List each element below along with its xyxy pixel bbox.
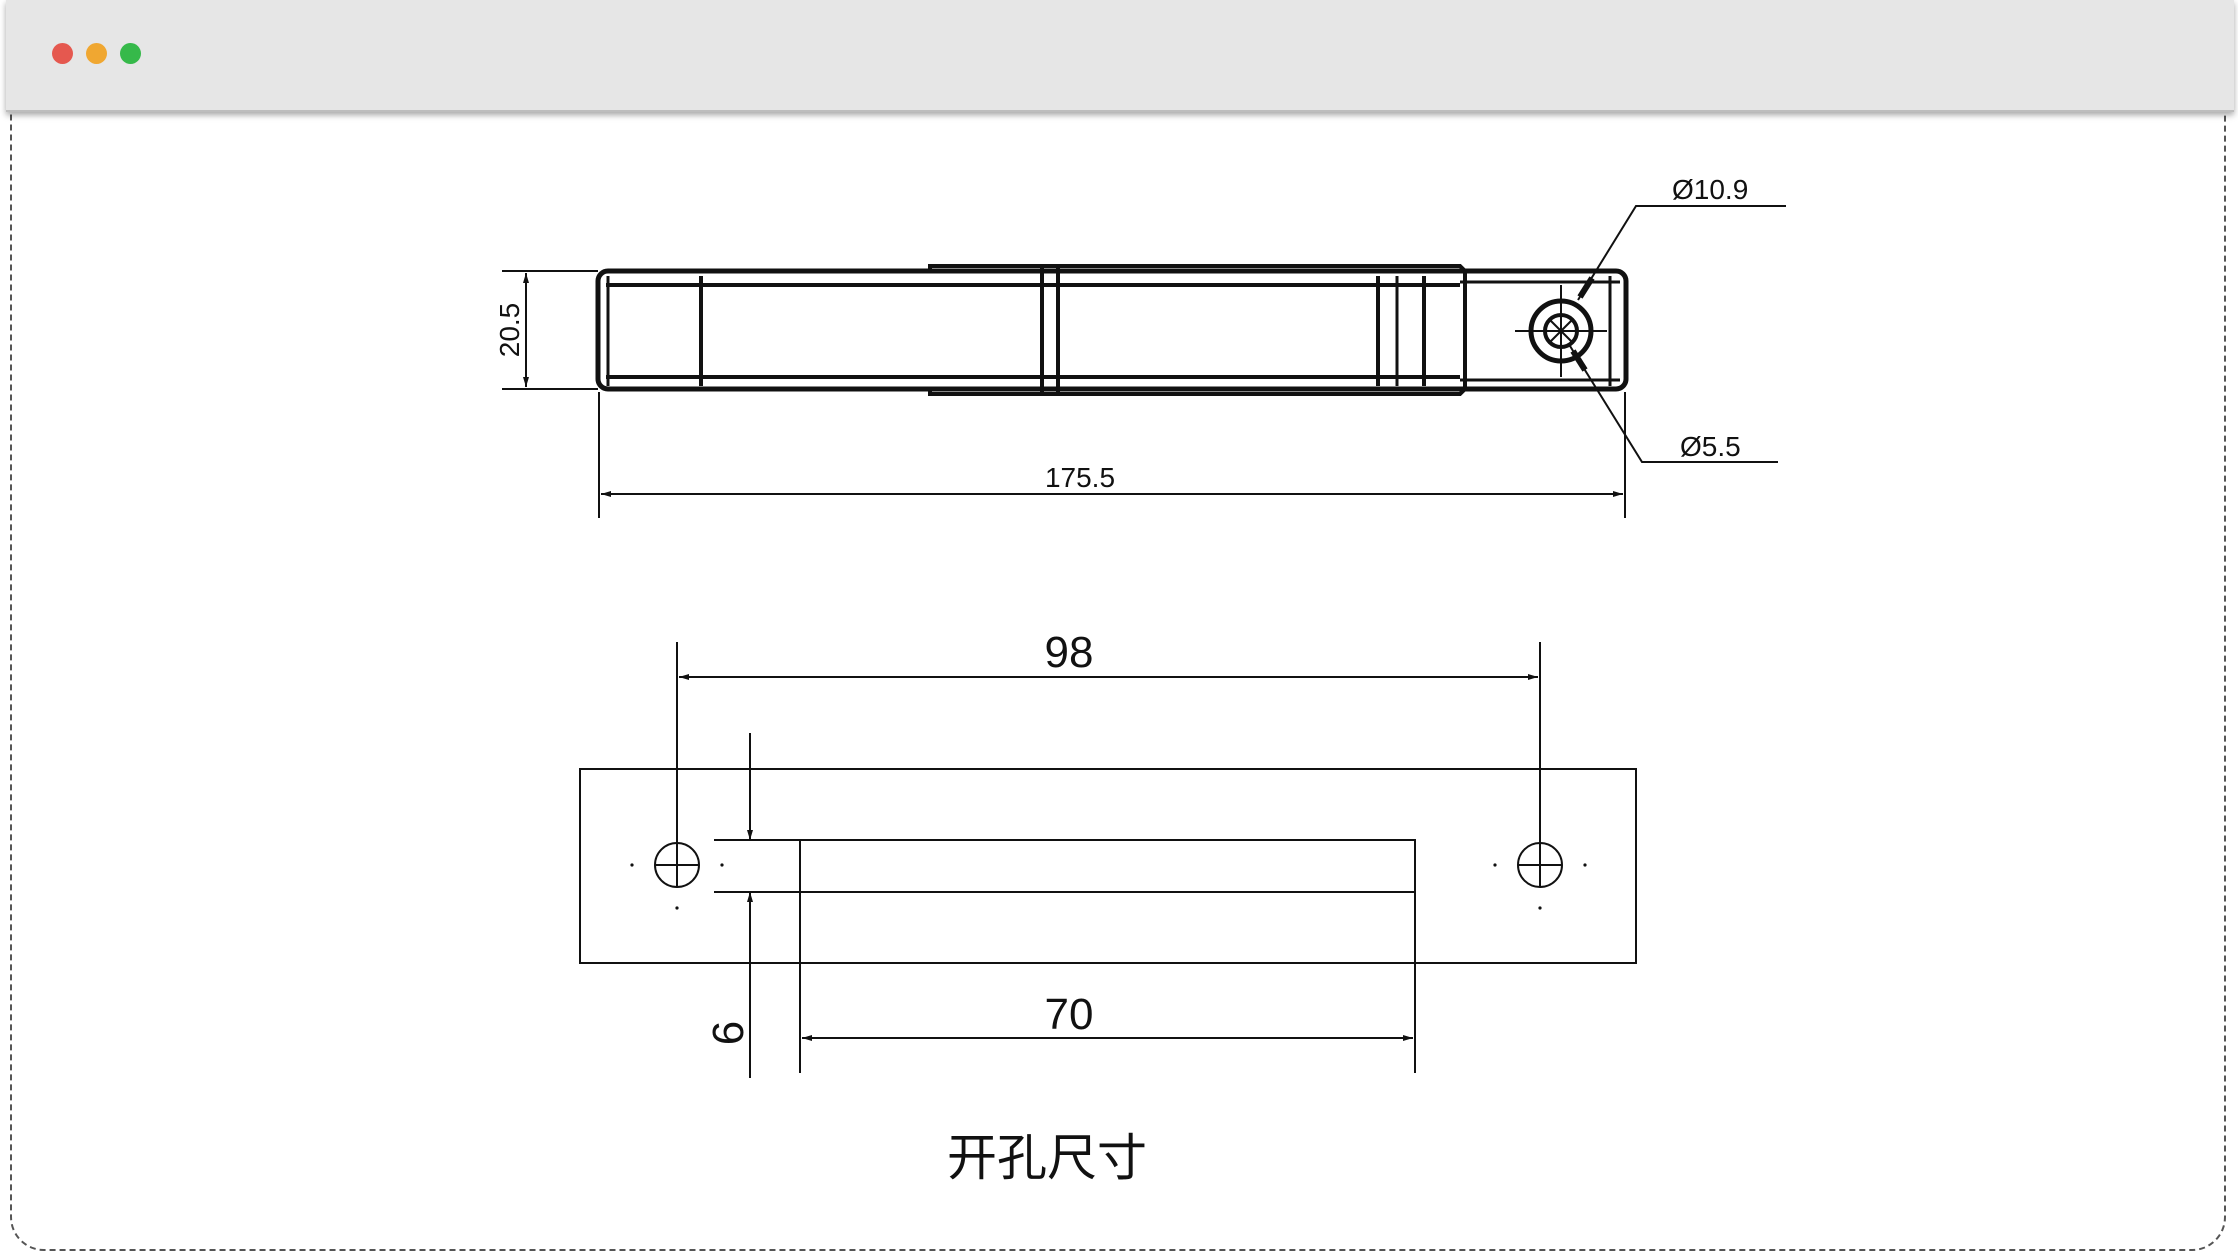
center-dot: [630, 863, 634, 867]
center-dot: [1583, 863, 1587, 867]
handle-raised-section: [928, 264, 1467, 396]
zoom-button[interactable]: [120, 43, 141, 64]
height-dim-label: 20.5: [494, 303, 525, 358]
panel-outline: [579, 768, 1637, 964]
center-dot: [720, 863, 724, 867]
center-dot: [1493, 863, 1497, 867]
length-dim-label: 175.5: [1045, 462, 1115, 493]
inner-hole-leader-tip: [1570, 349, 1588, 372]
outer-hole-leader: [1577, 205, 1786, 301]
handle-body-outline: [595, 268, 1629, 392]
minimize-button[interactable]: [86, 43, 107, 64]
title-bar: [6, 0, 2234, 112]
inner-hole-leader: [1569, 345, 1778, 463]
cutout-caption: 开孔尺寸: [947, 1129, 1147, 1187]
handle-top-view: [502, 205, 1786, 518]
center-dot: [675, 906, 679, 910]
slot-length-label: 70: [1045, 990, 1094, 1039]
center-dot: [1538, 906, 1542, 910]
center-dots: [630, 863, 1587, 910]
outer-hole-dim-label: Ø10.9: [1672, 174, 1748, 205]
slot-width-label: 6: [704, 1021, 753, 1045]
hole-cross-2: [1549, 319, 1573, 343]
cutout-view: [579, 642, 1637, 1078]
slot-outline: [799, 839, 1416, 893]
inner-hole-dim-label: Ø5.5: [1680, 431, 1741, 462]
close-button[interactable]: [52, 43, 73, 64]
hole-spacing-label: 98: [1045, 628, 1094, 677]
outer-hole-leader-tip: [1577, 276, 1595, 299]
window-frame: [10, 0, 2226, 1251]
